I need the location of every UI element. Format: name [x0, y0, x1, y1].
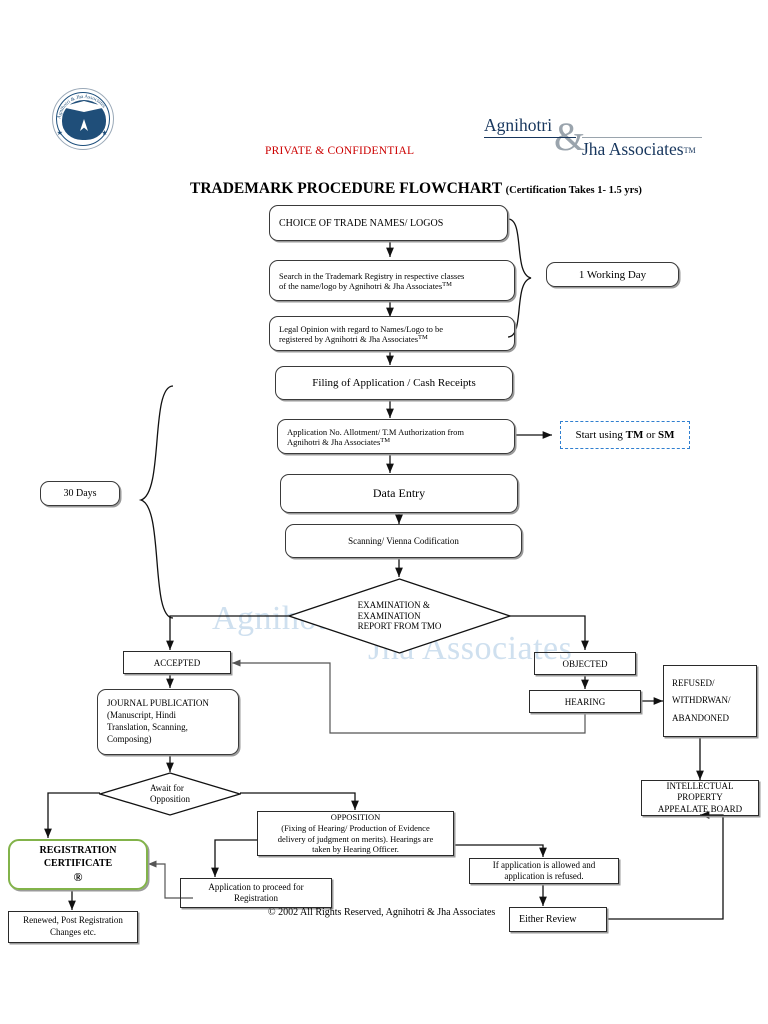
node-data-entry-label: Data Entry — [372, 486, 426, 500]
copyright-notice: © 2002 All Rights Reserved, Agnihotri & … — [268, 907, 496, 918]
node-choice-of-trade-names: CHOICE OF TRADE NAMES/ LOGOS — [269, 205, 508, 241]
node-legal-opinion-label: Legal Opinion with regard to Names/Logo … — [279, 323, 444, 344]
node-registration-certificate: REGISTRATION CERTIFICATE ® — [8, 839, 148, 890]
node-trademark-registry-search: Search in the Trademark Registry in resp… — [269, 260, 515, 301]
node-either-review-label: Either Review — [519, 914, 577, 925]
logo-stars-icon: ★ ★ ★ ★ ★ — [56, 129, 110, 137]
node-objected-label: OBJECTED — [562, 658, 608, 669]
decision-await-text: Await for Opposition — [149, 783, 190, 804]
logo-arc-text: Agnihotri & Jha Associates — [56, 94, 107, 120]
logo-tassel-icon — [80, 119, 88, 131]
node-objected: OBJECTED — [534, 652, 636, 675]
logo-ring — [56, 92, 110, 146]
node-renewed-post-registration: Renewed, Post Registration Changes etc. — [8, 911, 138, 943]
node-refused-withdrawn-abandoned: REFUSED/ WITHDRWAN/ ABANDONED — [663, 665, 757, 737]
annotation-thirty-days: 30 Days — [40, 481, 120, 506]
node-filing-application: Filing of Application / Cash Receipts — [275, 366, 513, 400]
node-ip-appellate-board: INTELLECTUAL PROPERTY APPEALATE BOARD — [641, 780, 759, 816]
node-application-allotment: Application No. Allotment/ T.M Authoriza… — [277, 419, 515, 454]
node-proceed-label: Application to proceed for Registration — [208, 881, 304, 903]
company-logo-icon: ★ ★ ★ ★ ★ Agnihotri & Jha Associates — [52, 88, 114, 150]
page-title-main: TRADEMARK PROCEDURE FLOWCHART — [190, 180, 502, 197]
node-journal-publication: JOURNAL PUBLICATION (Manuscript, Hindi T… — [97, 689, 239, 755]
page-title: TRADEMARK PROCEDURE FLOWCHART (Certifica… — [190, 180, 642, 198]
node-opposition-label: OPPOSITION (Fixing of Hearing/ Productio… — [277, 812, 434, 855]
brand-logotype: Agnihotri & Jha AssociatesTM — [484, 113, 714, 159]
node-hearing: HEARING — [529, 690, 641, 713]
decision-examination-text: EXAMINATION & EXAMINATION REPORT FROM TM… — [357, 600, 442, 632]
brand-ampersand: & — [554, 114, 586, 159]
node-allotment-label: Application No. Allotment/ T.M Authoriza… — [287, 426, 464, 447]
node-either-review: Either Review — [509, 907, 607, 932]
node-opposition: OPPOSITION (Fixing of Hearing/ Productio… — [257, 811, 454, 856]
annotation-start-using-tm-sm: Start using TM or SM — [560, 421, 690, 449]
node-application-proceed-registration: Application to proceed for Registration — [180, 878, 332, 908]
node-application-allowed-refused: If application is allowed and applicatio… — [469, 858, 619, 884]
node-refused-label: REFUSED/ WITHDRWAN/ ABANDONED — [672, 677, 731, 723]
node-scanning-label: Scanning/ Vienna Codification — [348, 536, 459, 546]
start-using-text: Start using TM or SM — [575, 429, 675, 441]
node-choice-label: CHOICE OF TRADE NAMES/ LOGOS — [279, 217, 444, 229]
node-search-label: Search in the Trademark Registry in resp… — [279, 270, 465, 291]
brace-thirty-days — [138, 385, 174, 619]
brand-bottom-word: Jha AssociatesTM — [582, 139, 696, 159]
confidential-notice: PRIVATE & CONFIDENTIAL — [265, 145, 415, 157]
node-hearing-label: HEARING — [564, 696, 606, 707]
node-journal-label: JOURNAL PUBLICATION (Manuscript, Hindi T… — [107, 698, 209, 744]
annotation-one-working-day-label: 1 Working Day — [578, 268, 647, 281]
brand-top-word: Agnihotri — [484, 115, 553, 135]
annotation-one-working-day: 1 Working Day — [546, 262, 679, 287]
brace-one-working-day — [507, 218, 532, 338]
node-scanning-vienna: Scanning/ Vienna Codification — [285, 524, 522, 558]
node-renewed-label: Renewed, Post Registration Changes etc. — [23, 915, 123, 937]
brand-tm-mark: TM — [683, 146, 696, 155]
logo-mortarboard-icon — [61, 101, 107, 112]
brand-rule-top — [484, 137, 576, 138]
node-registration-label: REGISTRATION CERTIFICATE ® — [39, 844, 117, 884]
node-ipab-label: INTELLECTUAL PROPERTY APPEALATE BOARD — [657, 781, 743, 814]
node-legal-opinion: Legal Opinion with regard to Names/Logo … — [269, 316, 515, 351]
decision-await-opposition: Await for Opposition — [99, 772, 241, 816]
page-title-subtitle: (Certification Takes 1- 1.5 yrs) — [505, 185, 642, 196]
node-accepted: ACCEPTED — [123, 651, 231, 674]
brand-rule-bottom — [582, 137, 702, 138]
decision-examination: EXAMINATION & EXAMINATION REPORT FROM TM… — [288, 578, 511, 654]
node-filing-label: Filing of Application / Cash Receipts — [312, 377, 476, 389]
annotation-thirty-days-label: 30 Days — [63, 488, 97, 499]
node-data-entry: Data Entry — [280, 474, 518, 513]
node-accepted-label: ACCEPTED — [153, 657, 201, 668]
node-allowed-refused-label: If application is allowed and applicatio… — [492, 859, 596, 881]
